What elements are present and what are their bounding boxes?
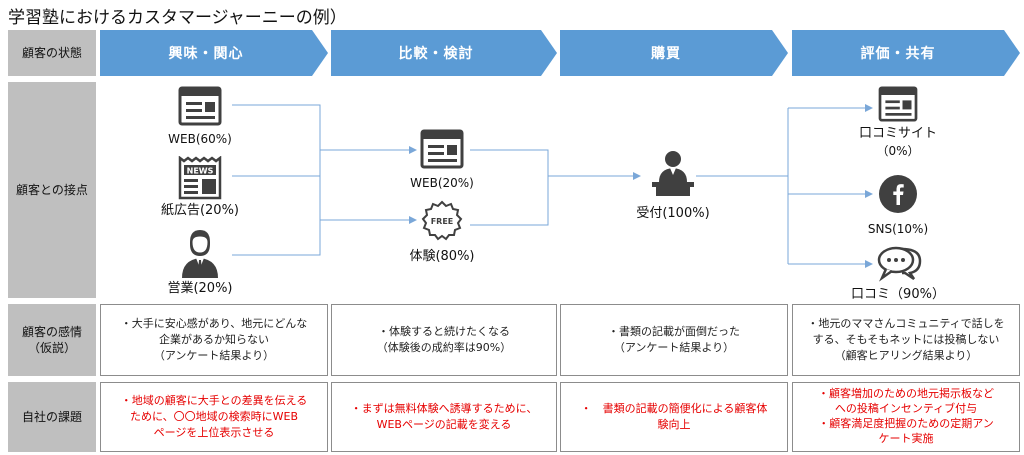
newspaper-icon: NEWS bbox=[176, 155, 224, 204]
stage-label: 購買 bbox=[651, 46, 681, 62]
issue-box-purchase: ・ 書類の記載の簡便化による顧客体 験向上 bbox=[560, 382, 788, 452]
touchpoint-label: 口コミ（90%） bbox=[851, 287, 945, 302]
emotion-line: （アンケート結果より） bbox=[613, 341, 735, 354]
emotion-box-interest: ・大手に安心感があり、地元にどんな 企業があるか知らない （アンケート結果より） bbox=[100, 304, 328, 376]
free-badge-icon: FREE bbox=[420, 200, 464, 246]
issue-line: ケート実施 bbox=[878, 431, 934, 445]
row-label-state: 顧客の状態 bbox=[8, 30, 96, 76]
issue-line: 験向上 bbox=[657, 418, 691, 431]
touchpoint-label: WEB(60%) bbox=[168, 132, 232, 146]
issue-line: ・顧客増加のための地元掲示板など bbox=[818, 387, 994, 401]
emotion-line: ・体験すると続けたくなる bbox=[378, 325, 510, 339]
stage-label: 評価・共有 bbox=[860, 46, 936, 62]
speech-bubble-icon bbox=[876, 243, 924, 289]
row-label-touchpoint: 顧客との接点 bbox=[8, 82, 96, 298]
chevron-arrow-shape bbox=[100, 30, 328, 76]
emotion-line: ・地元のママさんコミュニティで話しを bbox=[807, 317, 1005, 331]
stage-arrow-compare: 比較・検討 bbox=[331, 30, 557, 76]
touchpoint-label: 口コミサイト bbox=[858, 126, 937, 141]
page-title: 学習塾におけるカスタマージャーニーの例） bbox=[8, 8, 347, 28]
emotion-box-share: ・地元のママさんコミュニティで話しを する、そもそもネットには投稿しない （顧客… bbox=[792, 304, 1020, 376]
touchpoint-label: 受付(100%) bbox=[636, 206, 710, 221]
issue-line: への投稿インセンティブ付与 bbox=[834, 402, 978, 416]
row-label-emotion: 顧客の感情（仮説） bbox=[8, 304, 96, 376]
issue-line: ・まずは無料体験へ誘導するために、 bbox=[350, 402, 538, 416]
emotion-line: ・大手に安心感があり、地元にどんな bbox=[120, 317, 308, 331]
chevron-arrow-shape bbox=[560, 30, 788, 76]
chevron-arrow-shape bbox=[792, 30, 1020, 76]
emotion-line: （体験後の成約率は90%） bbox=[376, 341, 512, 354]
issue-line: WEBページの記載を変える bbox=[376, 418, 512, 431]
emotion-box-compare: ・体験すると続けたくなる （体験後の成約率は90%） bbox=[331, 304, 557, 376]
stage-arrow-share: 評価・共有 bbox=[792, 30, 1020, 76]
stage-arrow-interest: 興味・関心 bbox=[100, 30, 328, 76]
facebook-icon bbox=[878, 174, 918, 218]
stage-label: 興味・関心 bbox=[168, 46, 244, 62]
emotion-line: （アンケート結果より） bbox=[153, 348, 275, 362]
issue-box-compare: ・まずは無料体験へ誘導するために、 WEBページの記載を変える bbox=[331, 382, 557, 452]
emotion-line: する、そもそもネットには投稿しない bbox=[812, 333, 1000, 347]
emotion-line: ・書類の記載が面倒だった bbox=[608, 325, 740, 339]
touchpoint-label: 営業(20%) bbox=[167, 281, 233, 296]
receptionist-icon bbox=[650, 148, 696, 200]
issue-line: ページを上位表示させる bbox=[153, 425, 275, 439]
connector-line bbox=[470, 149, 549, 226]
issue-line: ために、〇〇地域の検索時にWEB bbox=[129, 410, 299, 424]
stage-label: 比較・検討 bbox=[398, 46, 474, 62]
chevron-arrow-shape bbox=[331, 30, 557, 76]
salesperson-icon bbox=[180, 228, 220, 282]
row-label-issue: 自社の課題 bbox=[8, 382, 96, 452]
touchpoint-label: WEB(20%) bbox=[410, 176, 474, 190]
web-browser-icon bbox=[178, 86, 222, 130]
svg-text:NEWS: NEWS bbox=[187, 167, 214, 176]
touchpoint-label: 紙広告(20%) bbox=[160, 203, 240, 218]
touchpoint-label-percent: （0%） bbox=[876, 144, 920, 158]
issue-box-interest: ・地域の顧客に大手との差異を伝える ために、〇〇地域の検索時にWEB ページを上… bbox=[100, 382, 328, 452]
emotion-line: （顧客ヒアリング結果より） bbox=[834, 348, 978, 362]
touchpoint-label: 体験(80%) bbox=[409, 249, 475, 264]
web-browser-icon bbox=[420, 129, 464, 173]
touchpoint-label: SNS(10%) bbox=[867, 222, 929, 236]
emotion-line: 企業があるか知らない bbox=[159, 333, 269, 347]
issue-box-share: ・顧客増加のための地元掲示板など への投稿インセンティブ付与 ・顧客満足度把握の… bbox=[792, 382, 1020, 452]
issue-line: ・ 書類の記載の簡便化による顧客体 bbox=[580, 402, 768, 416]
connector-line bbox=[232, 104, 321, 256]
web-browser-icon bbox=[878, 86, 918, 126]
emotion-box-purchase: ・書類の記載が面倒だった （アンケート結果より） bbox=[560, 304, 788, 376]
stage-arrow-purchase: 購買 bbox=[560, 30, 788, 76]
issue-line: ・地域の顧客に大手との差異を伝える bbox=[120, 394, 308, 408]
free-badge-text: FREE bbox=[431, 217, 454, 226]
issue-line: ・顧客満足度把握のための定期アン bbox=[818, 417, 994, 430]
